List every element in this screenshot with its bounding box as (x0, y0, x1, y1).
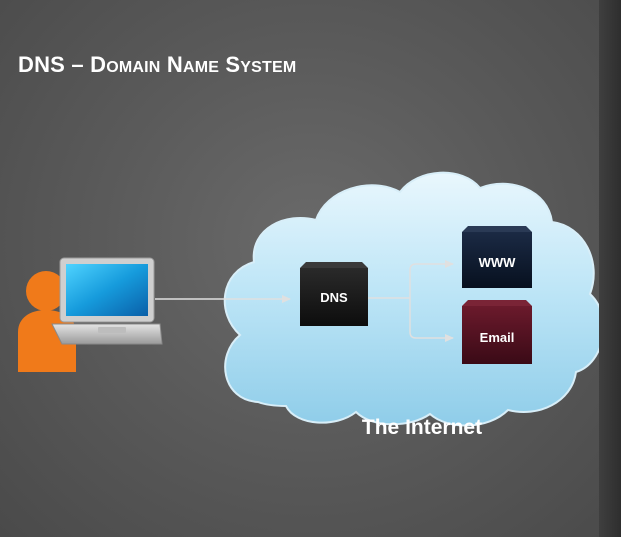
title-rest-2: ame (182, 59, 220, 76)
title-prefix: DNS – (18, 52, 91, 77)
title-initial-1: D (90, 52, 107, 77)
email-label: Email (480, 330, 515, 345)
email-server-box: Email (462, 300, 532, 364)
dns-label: DNS (320, 290, 348, 305)
www-server-box: WWW (462, 226, 532, 288)
slide-edge-band (599, 0, 621, 537)
arrow-dns-branches (368, 260, 454, 342)
title-rest-3: ystem (240, 59, 297, 76)
title-rest-1: omain (106, 59, 161, 76)
dns-server-box: DNS (300, 262, 368, 326)
title-initial-2: N (166, 52, 183, 77)
internet-label: The Internet (362, 416, 482, 439)
laptop-icon (51, 257, 163, 345)
www-label: WWW (479, 255, 517, 270)
slide-title: DNS – Domain Name System (18, 52, 296, 78)
title-initial-3: S (225, 52, 241, 77)
dns-diagram: DNS WWW Email The Internet (18, 171, 599, 439)
